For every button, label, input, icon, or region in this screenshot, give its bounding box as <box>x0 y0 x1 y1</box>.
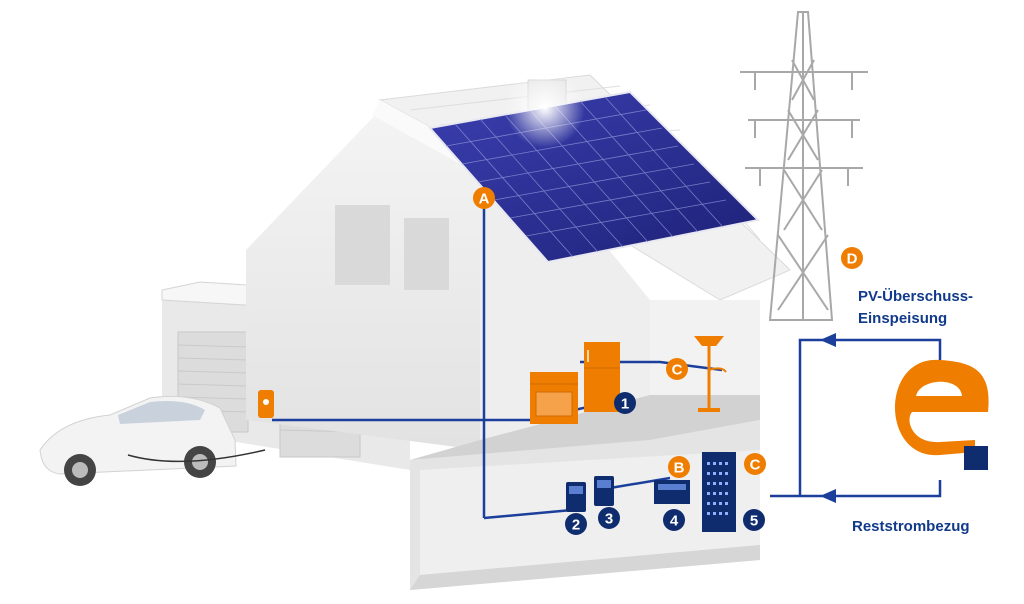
badge-4: 4 <box>663 509 685 531</box>
svg-text:B: B <box>674 460 685 477</box>
house <box>246 68 791 590</box>
svg-text:1: 1 <box>621 396 629 413</box>
residual-label: Reststrombezug <box>852 518 970 535</box>
electric-car-icon <box>39 395 237 486</box>
battery-storage-icon <box>654 480 690 504</box>
badge-c-lower: C <box>744 453 766 475</box>
power-lines <box>272 200 942 520</box>
power-pylon-icon <box>740 11 868 321</box>
solar-panels-icon <box>428 90 761 264</box>
svg-text:A: A <box>479 191 490 208</box>
svg-text:2: 2 <box>572 517 580 534</box>
stove-icon <box>530 372 578 424</box>
arrow-feed-in-icon <box>820 333 836 347</box>
svg-text:5: 5 <box>750 513 758 530</box>
wallbox-icon <box>258 390 274 418</box>
arrow-residual-icon <box>820 489 836 503</box>
badge-1: 1 <box>614 392 636 414</box>
badge-a: A <box>473 187 495 209</box>
svg-text:C: C <box>672 362 683 379</box>
badge-2: 2 <box>565 513 587 535</box>
floor-lamp-icon <box>694 336 727 412</box>
feed-in-label: PV-Überschuss- Einspeisung <box>858 286 973 330</box>
feed-in-label-line1: PV-Überschuss- <box>858 288 974 305</box>
svg-text:4: 4 <box>670 513 679 530</box>
svg-text:3: 3 <box>605 511 613 528</box>
svg-text:C: C <box>750 457 761 474</box>
meter-icon <box>566 476 614 512</box>
badge-5: 5 <box>743 509 765 531</box>
feed-in-label-line2: Einspeisung <box>858 310 948 327</box>
svg-text:D: D <box>847 251 858 268</box>
badge-b: B <box>668 456 690 478</box>
badge-3: 3 <box>598 507 620 529</box>
inverter-icon <box>702 452 736 532</box>
badge-c-upper: C <box>666 358 688 380</box>
badge-d: D <box>841 247 863 269</box>
energy-logo-e-icon <box>895 359 989 470</box>
fridge-icon <box>584 342 620 412</box>
